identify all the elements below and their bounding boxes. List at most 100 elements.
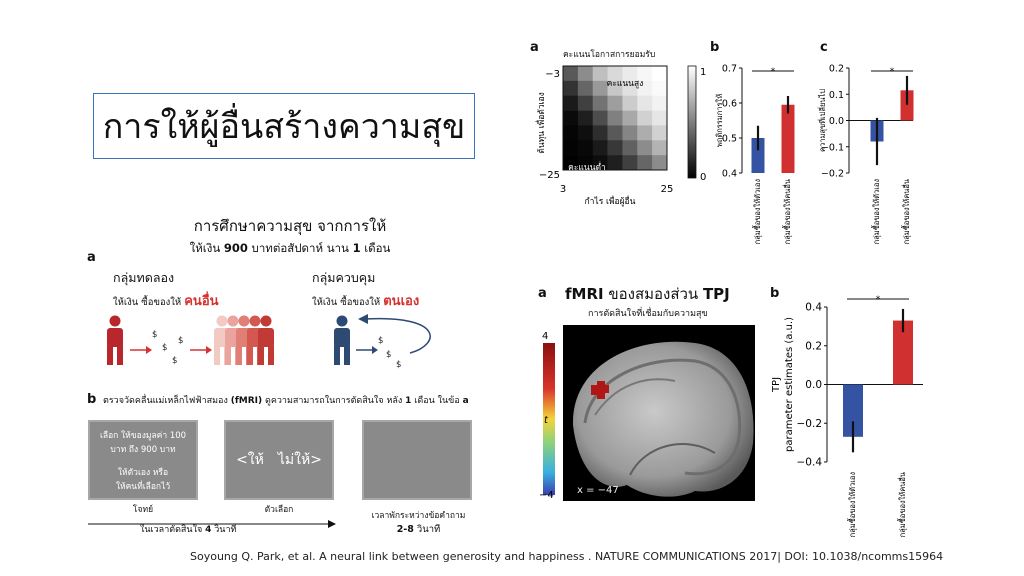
heatmap-y-bottom: −25 <box>539 170 560 181</box>
panel-b-caption-pre: ตรวจวัดคลื่นแม่เหล็กไฟฟ้าสมอง <box>103 396 231 406</box>
heatmap-cell <box>563 155 579 171</box>
panel-b-caption-month: 1 <box>405 396 412 406</box>
y-axis-label: พฤติกรรมการให้ <box>715 94 724 147</box>
citation: Soyoung Q. Park, et al. A neural link be… <box>190 550 944 563</box>
heatmap-cell <box>592 140 608 156</box>
timeline-arrow-head-icon <box>328 520 336 528</box>
main-title-box: การให้ผู้อื่นสร้างความสุข <box>93 93 475 159</box>
x-category-label: กลุ่มซื้อของให้คนอื่น <box>897 472 907 537</box>
bar-others <box>781 104 795 173</box>
x-category-label: กลุ่มซื้อของให้คนอื่น <box>901 179 911 244</box>
brain-fold-icon <box>629 443 716 476</box>
heatmap-chart: −3 −25 3 25 คะแนนสูง คะแนนต่ำ ต้นทุน เพื… <box>535 65 706 207</box>
panel-b-letter: b <box>87 392 97 407</box>
control-group-highlight: ตนเอง <box>383 294 420 309</box>
chart-b-letter: b <box>710 40 720 55</box>
heatmap-cell <box>577 125 594 141</box>
main-title: การให้ผู้อื่นสร้างความสุข <box>102 107 466 147</box>
y-tick-label: 0.2 <box>805 340 822 352</box>
fmri-brain-figure: 4 −4 t x = −47 <box>539 325 755 501</box>
heatmap-cell <box>652 155 668 171</box>
task-screen-line: ให้ตัวเอง หรือ <box>117 468 169 478</box>
tpj-activation-blob <box>591 381 609 399</box>
heatmap-cell <box>637 110 653 126</box>
heatmap-cell <box>607 125 623 141</box>
heatmap-cell <box>607 140 623 156</box>
heatmap-cell <box>637 66 653 82</box>
y-tick-label: −0.4 <box>797 457 823 469</box>
y-tick-label: 0.4 <box>805 302 822 314</box>
heatmap-cell <box>563 95 579 111</box>
heatmap-cell <box>622 66 638 82</box>
self-person-icon <box>334 315 350 365</box>
y-tick-label: 0.7 <box>722 64 737 75</box>
recipients-group-icon <box>214 315 274 365</box>
return-arrow-head-icon <box>358 314 368 324</box>
heatmap-y-label: ต้นทุน เพื่อตัวเอง <box>535 92 547 154</box>
bar-others <box>893 320 913 385</box>
y-tick-label: 0.0 <box>829 116 844 127</box>
x-category-label: กลุ่มซื้อของให้ตัวเอง <box>871 179 881 245</box>
heatmap-cell <box>607 155 623 171</box>
heatmap-cell <box>563 66 579 82</box>
t-scale-label: t <box>544 415 549 426</box>
task-screen-choice-label: ตัวเลือก <box>264 505 294 515</box>
heatmap-high-label: คะแนนสูง <box>607 79 644 89</box>
heatmap-cell <box>563 125 579 141</box>
heatmap-cell <box>563 140 579 156</box>
panel-b-caption-mid: ดูความสามารถในการตัดสินใจ หลัง <box>262 396 406 406</box>
heatmap-x-right: 25 <box>661 184 674 195</box>
heatmap-cell <box>592 155 608 171</box>
arrow-head-icon <box>206 346 212 354</box>
heatmap-cell <box>637 80 653 97</box>
experimental-group-sub-text: ให้เงิน ซื้อของให้ <box>113 297 182 308</box>
y-axis-label: parameter estimates (a.u.) <box>784 317 795 452</box>
experimental-group-sub: ให้เงิน ซื้อของให้ คนอื่น <box>113 290 219 311</box>
significance-star: * <box>890 67 895 77</box>
money-icon: $ <box>396 360 401 370</box>
heatmap-cell <box>577 95 594 111</box>
timeline-label: ในเวลาตัดสินใจ 4 วินาที <box>140 522 236 536</box>
money-icon: $ <box>152 330 157 340</box>
heatmap-cell <box>577 110 594 126</box>
panel-a-illustration: $ $ $ $ $ $ $ <box>107 314 431 370</box>
heatmap-cell <box>622 110 638 126</box>
task-screen-choice: <ให้ ไม่ให้> <box>224 420 334 500</box>
heatmap-cell <box>592 80 608 97</box>
significance-star: * <box>771 67 776 77</box>
y-tick-label: −0.2 <box>821 169 844 180</box>
fmri-letter: a <box>538 286 547 301</box>
t-scale-bottom: −4 <box>539 490 554 501</box>
control-group-sub-text: ให้เงิน ซื้อของให้ <box>312 297 381 308</box>
y-tick-label: −0.1 <box>821 142 844 153</box>
panel-b-caption: ตรวจวัดคลื่นแม่เหล็กไฟฟ้าสมอง (fMRI) ดูค… <box>103 393 469 407</box>
heatmap-colorbar <box>687 65 697 179</box>
panel-a-letter: a <box>87 250 96 265</box>
fmri-title: fMRI ของสมองส่วน TPJ <box>565 282 730 306</box>
x-category-label: กลุ่มซื้อของให้ตัวเอง <box>847 472 857 538</box>
bar-others <box>900 90 914 121</box>
task-screen-line: เลือก ให้ของมูลค่า 100 <box>99 431 187 441</box>
brain-fold-icon <box>594 378 676 416</box>
chart-c-letter: c <box>820 40 828 55</box>
task-screen-line: ให้คนที่เลือกไว้ <box>115 482 171 492</box>
heatmap-cell <box>637 125 653 141</box>
tpj-estimates-chart: −0.4−0.20.00.20.4กลุ่มซื้อของให้ตัวเองกล… <box>771 295 923 538</box>
heatmap-cell <box>592 66 608 82</box>
money-icon: $ <box>178 336 183 346</box>
task-screen-rest <box>362 420 472 500</box>
y-tick-label: 0.2 <box>829 64 844 75</box>
study-subtitle-pre: ให้เงิน <box>189 241 224 255</box>
heatmap-cell <box>577 66 594 82</box>
heatmap-cell <box>592 110 608 126</box>
bar-self <box>843 384 863 437</box>
heatmap-letter: a <box>530 40 539 55</box>
heatmap-cell <box>622 95 638 111</box>
study-title: การศึกษาความสุข จากการให้ <box>193 217 387 235</box>
heatmap-cell <box>652 140 668 156</box>
study-subtitle-mid: บาทต่อสัปดาห์ นาน <box>247 241 353 255</box>
rest-unit: วินาที <box>413 524 441 535</box>
heatmap-cell <box>607 66 623 82</box>
heatmap-title: คะแนนโอกาสการยอมรับ <box>563 50 656 60</box>
significance-star: * <box>876 295 881 305</box>
